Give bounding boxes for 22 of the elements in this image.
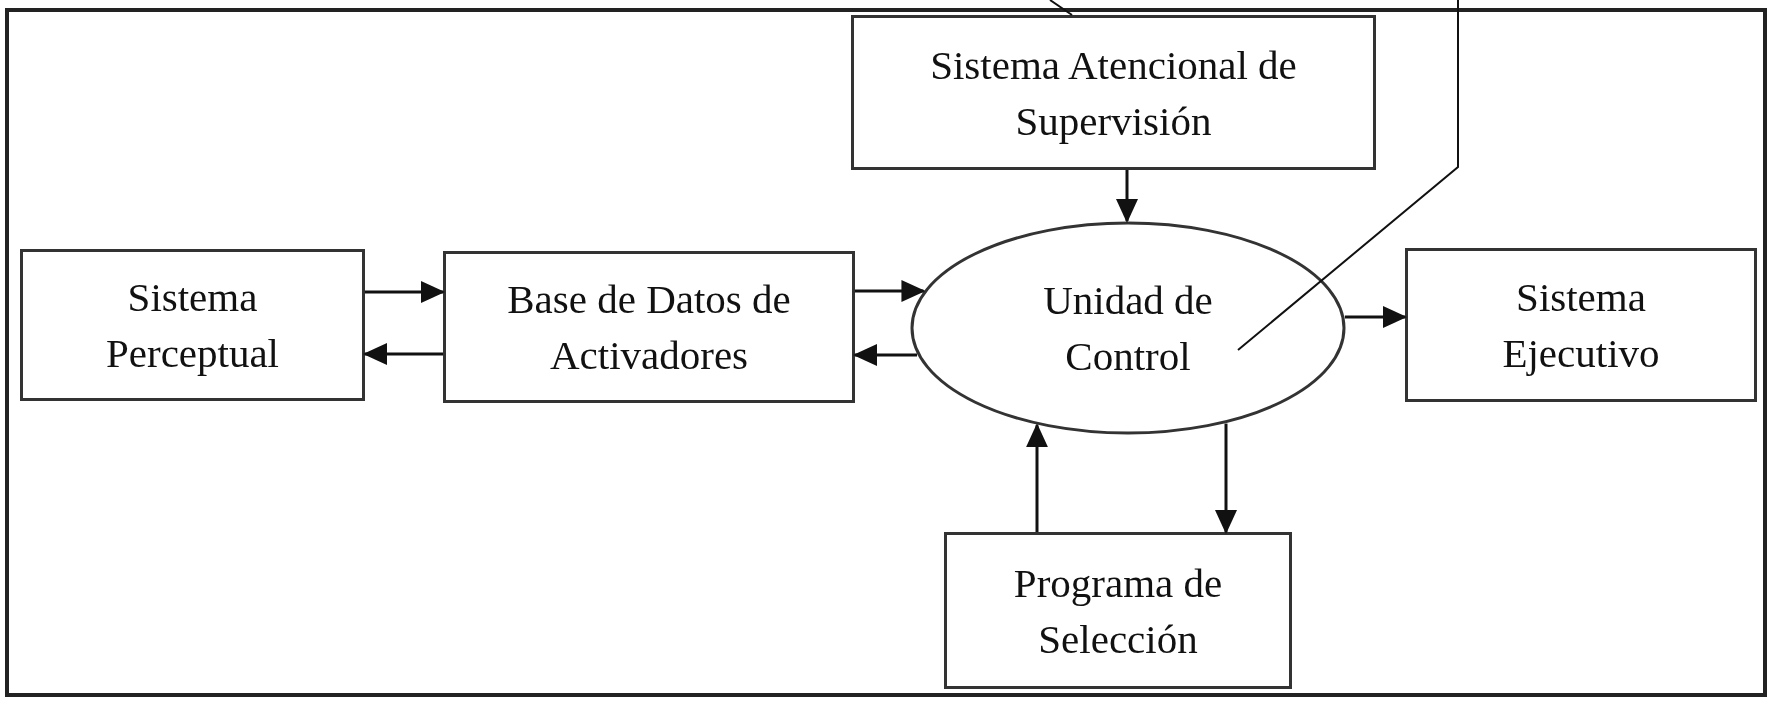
arrow	[363, 343, 443, 365]
arrow	[1116, 170, 1138, 223]
arrow	[365, 281, 445, 303]
arrow	[855, 280, 926, 302]
process-box	[851, 15, 1376, 170]
leader-line	[1237, 0, 1459, 351]
node-label: Sistema Perceptual	[105, 273, 280, 378]
process-box	[944, 532, 1292, 689]
arrow	[853, 344, 918, 366]
process-box	[443, 251, 855, 403]
arrow	[1344, 306, 1407, 328]
node-label: Sistema Ejecutivo	[1501, 273, 1661, 378]
node-label: Base de Datos de Activadores	[506, 275, 792, 380]
process-box	[1405, 248, 1757, 402]
process-box	[20, 249, 365, 401]
node-label: Unidad de Control	[1042, 276, 1214, 381]
node-label: Sistema Atencional de Supervisión	[929, 40, 1298, 146]
arrow	[1026, 423, 1048, 532]
node-label: Programa de Selección	[1012, 558, 1224, 664]
leader-line	[1049, 0, 1073, 16]
arrow	[1215, 423, 1237, 534]
control-ellipse	[910, 221, 1346, 435]
